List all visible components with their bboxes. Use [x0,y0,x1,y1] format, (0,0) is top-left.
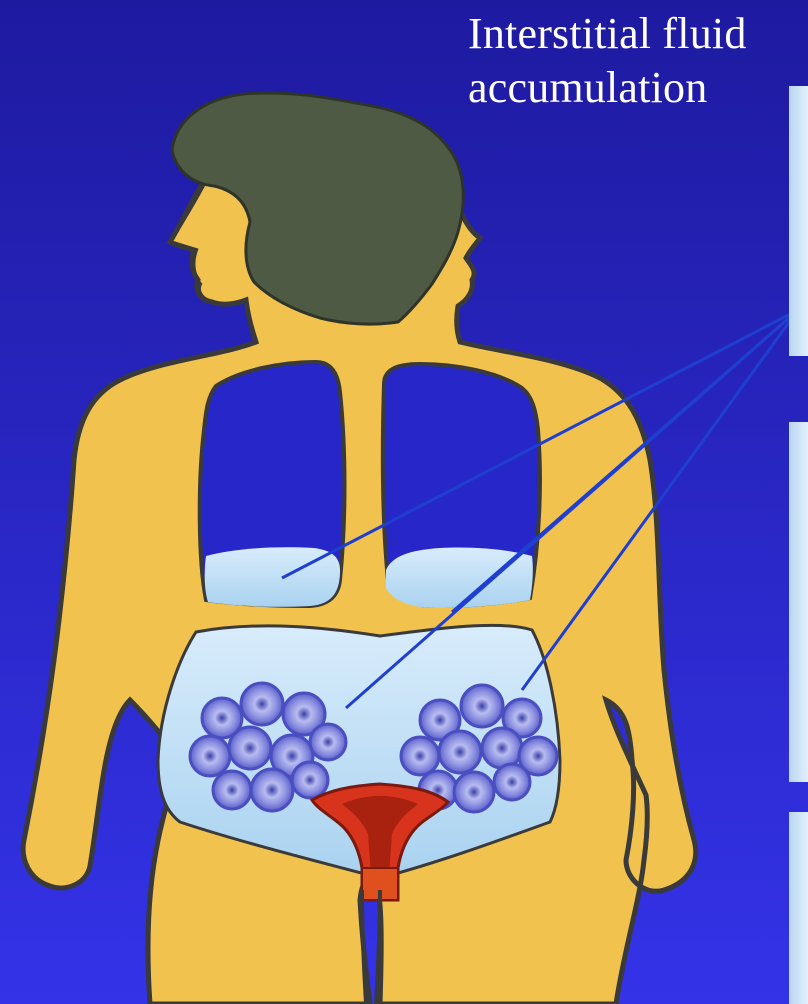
left-ovary-cluster [190,683,346,811]
right-edge-strip-top [789,86,808,356]
right-edge-strip-middle [789,422,808,782]
right-pleural-fluid [386,547,533,608]
right-edge-strip-bottom [789,812,808,1004]
left-pleural-fluid [205,547,340,607]
label-line-2: accumulation [468,64,707,112]
label-line-1: Interstitial fluid [468,10,747,58]
